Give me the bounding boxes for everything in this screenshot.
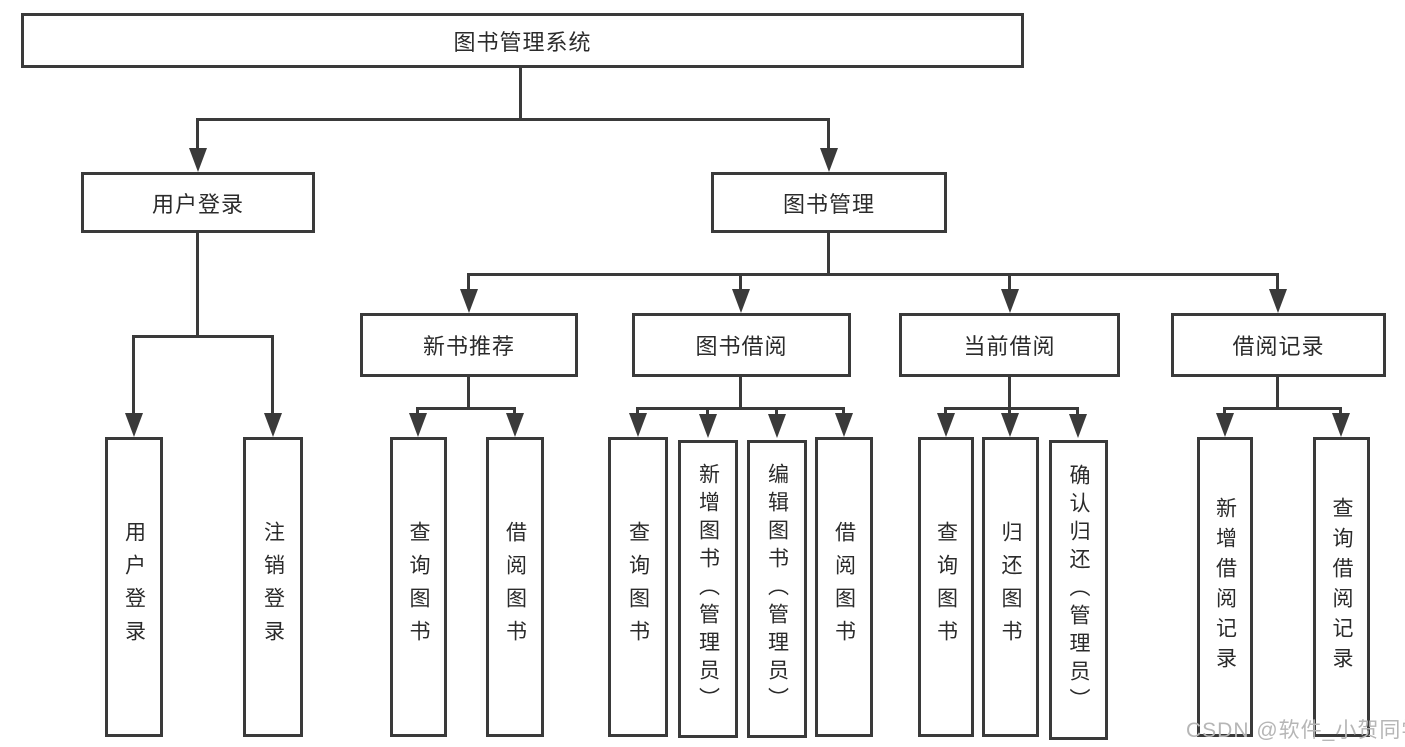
connector-to-current-borrow (1008, 273, 1011, 293)
leaf-add-book-admin: 新增图书（管理员） (678, 440, 738, 738)
connector-leaf (1223, 407, 1226, 417)
connector-borrow-records-branch (1223, 407, 1342, 410)
connector-user-login-trunk (196, 233, 199, 335)
arrow-down-icon (820, 148, 838, 172)
connector-leaf (706, 407, 709, 417)
arrow-down-icon (125, 413, 143, 437)
leaf-query-borrow-record-label: 查询借阅记录 (1330, 497, 1353, 677)
leaf-query-books-current: 查询图书 (918, 437, 974, 737)
watermark-text: CSDN @软件_小贺同学 (1186, 719, 1405, 742)
connector-leaf (416, 407, 419, 417)
connector-to-book-management (827, 118, 830, 152)
connector-leaf (1008, 407, 1011, 417)
node-user-login: 用户登录 (81, 172, 315, 233)
arrow-down-icon (629, 413, 647, 437)
connector-leaf (1076, 407, 1079, 417)
leaf-return-books-label: 归还图书 (999, 521, 1022, 653)
connector-to-borrow-records (1276, 273, 1279, 293)
arrow-down-icon (835, 413, 853, 437)
connector-to-book-borrow (739, 273, 742, 293)
leaf-query-books-borrow-label: 查询图书 (626, 521, 650, 653)
connector-root-branch (197, 118, 830, 121)
connector-root-trunk (519, 68, 522, 120)
node-root-label: 图书管理系统 (453, 29, 592, 55)
leaf-logout: 注销登录 (243, 437, 303, 737)
leaf-add-borrow-record-label: 新增借阅记录 (1213, 497, 1237, 677)
leaf-edit-book-admin-label: 编辑图书（管理员） (765, 463, 789, 715)
connector-to-leaf-user-login (132, 335, 135, 417)
connector-to-new-book (467, 273, 470, 293)
node-book-borrow: 图书借阅 (632, 313, 851, 377)
node-current-borrow-label: 当前借阅 (963, 334, 1056, 359)
leaf-query-books-recommend: 查询图书 (390, 437, 447, 737)
node-book-borrow-label: 图书借阅 (695, 334, 788, 359)
connector-new-book-trunk (467, 377, 470, 407)
leaf-confirm-return-admin-label: 确认归还（管理员） (1067, 464, 1090, 716)
node-user-login-label: 用户登录 (151, 191, 244, 217)
connector-book-management-branch (467, 273, 1279, 276)
arrow-down-icon (506, 413, 524, 437)
connector-leaf (636, 407, 639, 417)
leaf-borrow-books-recommend: 借阅图书 (486, 437, 544, 737)
leaf-borrow-books: 借阅图书 (815, 437, 873, 737)
node-borrow-records: 借阅记录 (1171, 313, 1386, 377)
leaf-confirm-return-admin: 确认归还（管理员） (1049, 440, 1108, 740)
node-book-management-label: 图书管理 (782, 191, 875, 217)
connector-leaf (842, 407, 845, 417)
connector-leaf (944, 407, 947, 417)
arrow-down-icon (409, 413, 427, 437)
connector-current-borrow-trunk (1008, 377, 1011, 407)
connector-leaf (1339, 407, 1342, 417)
leaf-query-borrow-record: 查询借阅记录 (1313, 437, 1370, 737)
leaf-return-books: 归还图书 (982, 437, 1039, 737)
arrow-down-icon (1216, 413, 1234, 437)
leaf-add-borrow-record: 新增借阅记录 (1197, 437, 1253, 737)
leaf-query-books-recommend-label: 查询图书 (407, 521, 430, 653)
arrow-down-icon (460, 289, 478, 313)
connector-leaf (775, 407, 778, 417)
arrow-down-icon (768, 414, 786, 438)
leaf-add-book-admin-label: 新增图书（管理员） (696, 463, 720, 715)
arrow-down-icon (264, 413, 282, 437)
arrow-down-icon (1069, 414, 1087, 438)
leaf-user-login: 用户登录 (105, 437, 163, 737)
arrow-down-icon (937, 413, 955, 437)
node-borrow-records-label: 借阅记录 (1232, 334, 1325, 359)
node-new-book-recommend-label: 新书推荐 (422, 334, 515, 359)
connector-leaf (513, 407, 516, 417)
connector-new-book-branch (416, 407, 516, 410)
arrow-down-icon (699, 414, 717, 438)
arrow-down-icon (1269, 289, 1287, 313)
node-root: 图书管理系统 (21, 13, 1024, 68)
leaf-user-login-label: 用户登录 (122, 521, 146, 653)
arrow-down-icon (1001, 413, 1019, 437)
node-new-book-recommend: 新书推荐 (360, 313, 578, 377)
leaf-borrow-books-label: 借阅图书 (832, 521, 856, 653)
connector-user-login-branch (132, 335, 273, 338)
node-current-borrow: 当前借阅 (899, 313, 1120, 377)
connector-book-borrow-branch (636, 407, 845, 410)
leaf-query-books-borrow: 查询图书 (608, 437, 668, 737)
arrow-down-icon (189, 148, 207, 172)
leaf-borrow-books-recommend-label: 借阅图书 (503, 521, 527, 653)
arrow-down-icon (732, 289, 750, 313)
connector-borrow-records-trunk (1276, 377, 1279, 407)
leaf-edit-book-admin: 编辑图书（管理员） (747, 440, 807, 738)
connector-to-leaf-logout (271, 335, 274, 417)
arrow-down-icon (1001, 289, 1019, 313)
connector-book-management-trunk (827, 233, 830, 273)
connector-to-user-login (196, 118, 199, 152)
leaf-logout-label: 注销登录 (261, 521, 285, 653)
arrow-down-icon (1332, 413, 1350, 437)
node-book-management: 图书管理 (711, 172, 947, 233)
leaf-query-books-current-label: 查询图书 (934, 521, 958, 653)
connector-book-borrow-trunk (739, 377, 742, 407)
connector-current-borrow-branch (944, 407, 1079, 410)
